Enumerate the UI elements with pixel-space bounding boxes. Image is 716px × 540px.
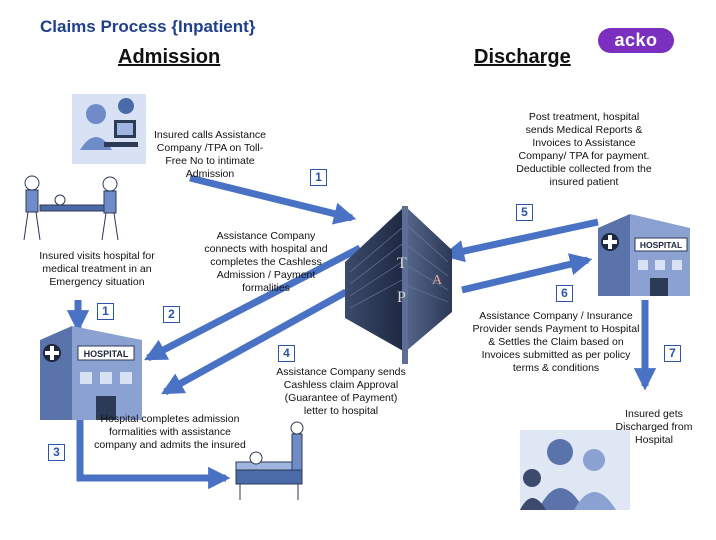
arrow-step-5 xyxy=(441,218,599,263)
step-1-visit-text: Insured visits hospital for medical trea… xyxy=(39,250,155,288)
step-4-text: Assistance Company sends Cashless claim … xyxy=(276,366,406,417)
arrow-step-4 xyxy=(161,288,348,396)
hospital-sign-left: HOSPITAL xyxy=(84,349,129,359)
step-number-3: 3 xyxy=(48,444,65,461)
step-number-4: 4 xyxy=(278,345,295,362)
tpa-letter-t: T xyxy=(397,255,407,272)
tpa-building-icon: T P A xyxy=(345,206,452,364)
hospital-icon-right: HOSPITAL xyxy=(598,214,690,296)
stretcher-icon xyxy=(23,175,119,241)
patient-bed-icon xyxy=(235,421,304,500)
step-number-7: 7 xyxy=(664,345,681,362)
step-1-call-text: Insured calls Assistance Company /TPA on… xyxy=(153,129,267,180)
admission-heading: Admission xyxy=(118,46,221,68)
phone-call-icon xyxy=(72,94,146,164)
tpa-letter-a: A xyxy=(432,273,443,288)
step-5-text: Post treatment, hospital sends Medical R… xyxy=(516,111,652,188)
arrow-step-1-call xyxy=(189,174,357,225)
hospital-sign-right: HOSPITAL xyxy=(640,240,682,250)
step-7-text: Insured gets Discharged from Hospital xyxy=(615,408,693,446)
page-title: Claims Process {Inpatient} xyxy=(40,17,256,36)
step-number-1-visit: 1 xyxy=(97,303,114,320)
step-number-5: 5 xyxy=(516,204,533,221)
acko-logo: acko xyxy=(598,28,674,53)
tpa-letter-p: P xyxy=(397,289,406,306)
step-6-text: Assistance Company / Insurance Provider … xyxy=(472,310,640,374)
step-number-6: 6 xyxy=(556,285,573,302)
discharge-heading: Discharge xyxy=(474,46,571,68)
arrow-step-2 xyxy=(144,244,362,362)
hospital-icon: HOSPITAL xyxy=(40,326,142,420)
step-number-2: 2 xyxy=(163,306,180,323)
step-2-text: Assistance Company connects with hospita… xyxy=(204,230,328,294)
arrow-step-3 xyxy=(76,418,231,490)
family-icon xyxy=(520,430,630,510)
step-3-text: Hospital completes admission formalities… xyxy=(94,413,246,451)
step-number-1-call: 1 xyxy=(310,169,327,186)
arrow-step-6 xyxy=(461,253,593,294)
